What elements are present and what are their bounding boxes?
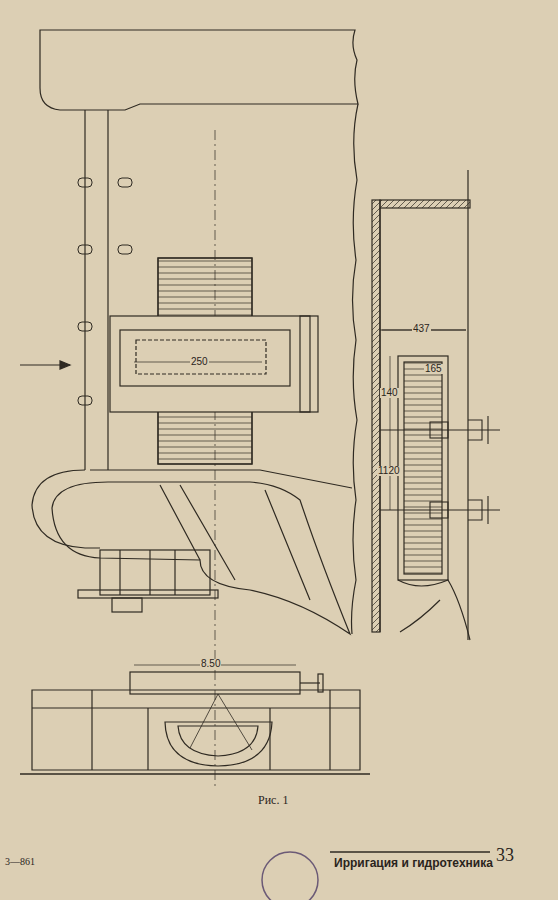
journal-title: Ирригация и гидротехника bbox=[334, 857, 493, 869]
footer-rule bbox=[330, 851, 490, 852]
elevation-view bbox=[20, 672, 370, 774]
figure-caption: Рис. 1 bbox=[258, 794, 288, 806]
dimension-label: 165 bbox=[424, 364, 443, 374]
dimension-label: 437 bbox=[412, 324, 431, 334]
dimension-lines bbox=[134, 330, 466, 665]
dimension-label: 250 bbox=[190, 357, 209, 367]
library-stamp bbox=[262, 852, 318, 900]
dimension-label: 1120 bbox=[377, 466, 401, 476]
dimension-label: 8.50 bbox=[200, 659, 221, 669]
page-code: 3—861 bbox=[5, 857, 35, 867]
page-number: 33 bbox=[496, 846, 514, 864]
section-view bbox=[372, 170, 500, 640]
dimension-label: 140 bbox=[380, 388, 399, 398]
plan-view bbox=[20, 30, 358, 790]
